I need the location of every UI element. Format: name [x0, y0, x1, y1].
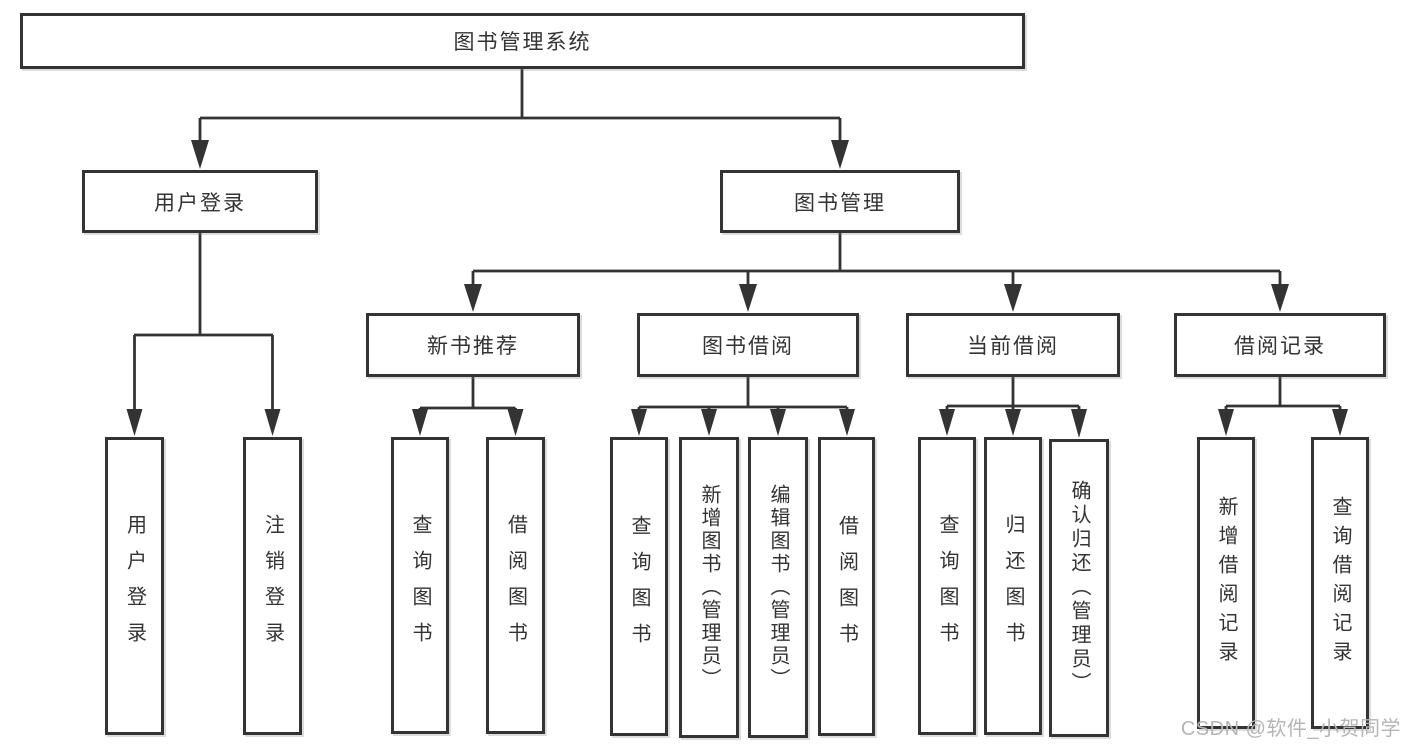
leaf-add-borrow-record: 新增借阅记录	[1197, 437, 1255, 729]
node-root: 图书管理系统	[20, 13, 1025, 69]
leaf-recommend-query-books: 查询图书	[391, 437, 449, 734]
leaf-user-login-label: 用户登录	[123, 514, 146, 658]
node-book-borrow: 图书借阅	[637, 313, 859, 377]
leaf-borrow-books-label: 借阅图书	[835, 514, 858, 659]
leaf-return-books: 归还图书	[984, 437, 1042, 735]
node-new-book-recommend: 新书推荐	[366, 313, 580, 377]
node-borrow-records: 借阅记录	[1174, 313, 1386, 377]
leaf-edit-books-admin-label: 编辑图书（管理员）	[767, 484, 789, 691]
node-root-label: 图书管理系统	[453, 31, 592, 54]
node-new-book-recommend-label: 新书推荐	[427, 335, 519, 358]
leaf-recommend-borrow-books: 借阅图书	[486, 437, 545, 734]
node-user-login-label: 用户登录	[154, 191, 246, 215]
leaf-edit-books-admin: 编辑图书（管理员）	[748, 437, 808, 738]
node-borrow-records-label: 借阅记录	[1234, 335, 1326, 358]
leaf-query-borrow-record: 查询借阅记录	[1311, 437, 1369, 729]
leaf-current-query-books-label: 查询图书	[936, 514, 958, 658]
leaf-current-query-books: 查询图书	[918, 437, 976, 735]
node-book-management-label: 图书管理	[794, 191, 886, 215]
leaf-add-books-admin-label: 新增图书（管理员）	[698, 484, 720, 691]
node-book-borrow-label: 图书借阅	[702, 335, 794, 358]
leaf-add-books-admin: 新增图书（管理员）	[679, 437, 739, 738]
leaf-recommend-borrow-books-label: 借阅图书	[504, 513, 527, 658]
leaf-return-books-label: 归还图书	[1002, 514, 1024, 658]
leaf-query-borrow-record-label: 查询借阅记录	[1329, 496, 1351, 670]
leaf-confirm-return-admin: 确认归还（管理员）	[1049, 439, 1109, 737]
leaf-user-login: 用户登录	[105, 437, 164, 735]
node-book-management: 图书管理	[720, 170, 960, 233]
csdn-watermark: CSDN @软件_小贺同学	[1180, 718, 1401, 740]
leaf-recommend-query-books-label: 查询图书	[409, 513, 431, 658]
leaf-confirm-return-admin-label: 确认归还（管理员）	[1068, 480, 1090, 696]
node-current-borrow: 当前借阅	[906, 313, 1120, 377]
leaf-borrow-query-books: 查询图书	[610, 437, 668, 736]
leaf-borrow-query-books-label: 查询图书	[628, 514, 650, 659]
leaf-add-borrow-record-label: 新增借阅记录	[1215, 496, 1237, 670]
node-user-login: 用户登录	[82, 170, 318, 233]
leaf-borrow-books: 借阅图书	[818, 437, 875, 736]
arrowheads	[126, 140, 1348, 438]
node-current-borrow-label: 当前借阅	[967, 335, 1059, 358]
leaf-logout: 注销登录	[243, 437, 302, 735]
leaf-logout-label: 注销登录	[261, 514, 284, 658]
